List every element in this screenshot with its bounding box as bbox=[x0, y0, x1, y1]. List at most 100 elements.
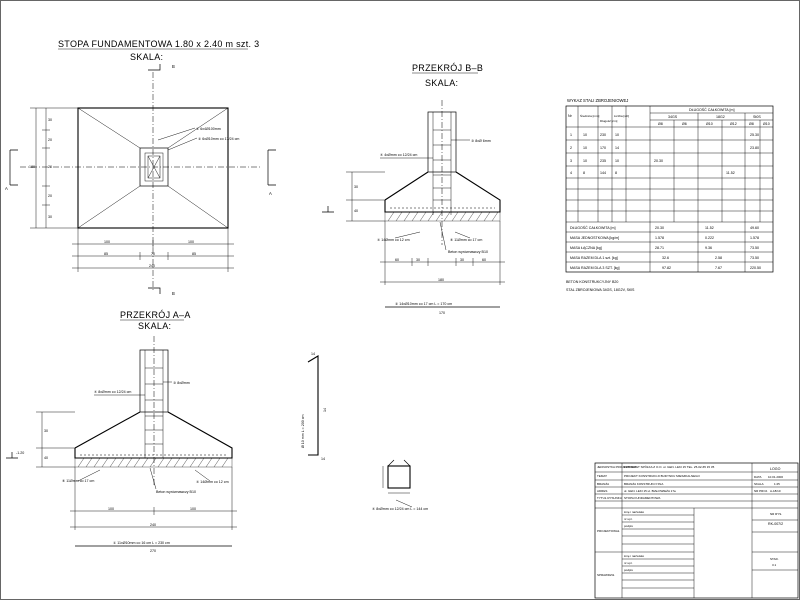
plan-dim-left-3: 20 bbox=[48, 165, 52, 169]
tb-val-2: PROJEKT KONSTRUKCJI BUDYNKU MIESZKALNEGO bbox=[624, 474, 700, 478]
stirrup-shape bbox=[387, 465, 411, 489]
tb-val-5: STOPA FUNDAMENTOWA bbox=[624, 496, 660, 500]
tb-p-1: imię i nazwisko bbox=[624, 510, 645, 514]
steel-cell: 10 bbox=[583, 133, 587, 137]
steel-cell: 10 bbox=[583, 146, 587, 150]
tb-p-5: nr upr. bbox=[624, 561, 633, 565]
steel-cell: 23.80 bbox=[750, 146, 759, 150]
aa-dim-total: 240 bbox=[150, 523, 156, 527]
steel-sum-v1-1: 20.30 bbox=[655, 226, 664, 230]
steel-note-2: STAL ZBROJENIOWA 34GS, 18G2V, St0S bbox=[566, 288, 635, 292]
steel-cell: 10 bbox=[583, 159, 587, 163]
steel-head-diam: Średnica [mm] bbox=[580, 113, 600, 118]
tb-stage: 3.1 bbox=[772, 563, 777, 567]
aa-dim-left-2: 40 bbox=[44, 456, 48, 460]
section-aa-title: PRZEKRÓJ A–A bbox=[120, 310, 191, 320]
steel-cell: 14 bbox=[615, 146, 619, 150]
bb-callout-5: ⑤ 14Ømm co 12 cm bbox=[377, 238, 410, 242]
tb-designer-label: PROJEKTOWAŁ bbox=[597, 529, 620, 533]
plan-callout-2: ② 6xØ10mm co 17/24 cm bbox=[198, 137, 239, 141]
plan-dim-left-total: 180 bbox=[29, 165, 35, 169]
tb-key-2: TEMAT bbox=[597, 474, 607, 478]
steel-table-title: WYKAZ STALI ZBROJENIOWEJ bbox=[567, 98, 628, 103]
bb-callout-6: ⑥ 11Ømm co 17 cm bbox=[450, 238, 482, 242]
bb-concrete-label: Beton wyrównawczy B10 bbox=[448, 250, 488, 254]
steel-cell: 11.52 bbox=[726, 171, 735, 175]
tb-logo: LOGO bbox=[770, 467, 781, 471]
section-mark-b-top: B bbox=[172, 64, 175, 69]
bb-dim-2: 30 bbox=[416, 258, 420, 262]
section-mark-a-right: A bbox=[269, 191, 272, 196]
plan-callout-1: ① 6x4Ø100mm bbox=[196, 127, 221, 131]
aa-concrete-label: Beton wyrównawczy B10 bbox=[156, 490, 196, 494]
tb-checker-label: SPRAWDZIŁ bbox=[597, 573, 615, 577]
steel-sum-v3-5: 220.50 bbox=[750, 266, 761, 270]
bb-bottom-note: ② 14xØ10mm co 17 cm L = 170 cm bbox=[395, 302, 452, 306]
steel-sum-v1-4: 32.6 bbox=[662, 256, 669, 260]
tb-proj-label: NR PROJ. bbox=[754, 489, 768, 493]
plan-dim-sub-3: 85 bbox=[192, 252, 196, 256]
steel-sum-v1-3: 28.71 bbox=[655, 246, 664, 250]
steel-sub-2: Ø6 bbox=[682, 122, 687, 126]
steel-sub-4: Ø12 bbox=[730, 122, 737, 126]
section-mark-a-left: A bbox=[5, 186, 8, 191]
steel-sum-label-2: MASA JEDNOSTKOWA [kg/m] bbox=[570, 236, 619, 240]
aa-callout-6: ⑤ 14Ømm co 12 cm bbox=[196, 480, 229, 484]
tb-stage-label: STAD. bbox=[770, 557, 779, 561]
tb-key-3: BRANŻA bbox=[597, 481, 609, 486]
steel-head-group: DŁUGOŚĆ CAŁKOWITA [m] bbox=[689, 107, 734, 112]
steel-cell: 144 bbox=[600, 171, 606, 175]
steel-sum-label-3: MASA ŁĄCZNA [kg] bbox=[570, 246, 602, 250]
stirrups-aa bbox=[145, 367, 163, 445]
aa-dim-left-1: 30 bbox=[44, 429, 48, 433]
steel-sum-label-5: MASA RAZEM DLA 3 SZT. [kg] bbox=[570, 266, 620, 270]
title-block: JEDNOSTKA PROJEKTOWA TWINKOST SPÓŁKA Z O… bbox=[594, 462, 799, 599]
steel-head-nr: Nr bbox=[568, 114, 573, 118]
steel-sum-v1-5: 97.82 bbox=[662, 266, 671, 270]
steel-grade-2: 18G2 bbox=[716, 115, 725, 119]
plan-dim-left-4: 20 bbox=[48, 194, 52, 198]
steel-sum-label-4: MASA RAZEM DLA 1 szt. [kg] bbox=[570, 256, 618, 260]
steel-sum-label-1: DŁUGOŚĆ CAŁKOWITA [m] bbox=[570, 225, 615, 230]
tb-drw-label: NR RYS. bbox=[770, 512, 782, 516]
steel-sum-v3-1: 49.60 bbox=[750, 226, 759, 230]
steel-cell: 10 bbox=[615, 159, 619, 163]
steel-sum-v3-2: 1.578 bbox=[750, 236, 759, 240]
tb-drw: RK-007/2 bbox=[768, 522, 783, 526]
stirrup-note: ④ 8xØmm co 12/24 cm L = 144 cm bbox=[372, 507, 428, 511]
bar-length-label: Ø 10 mm L = 200 cm bbox=[301, 414, 305, 448]
bar-length-dim: 14 bbox=[323, 408, 327, 412]
aa-callout-3: ③ 8xØmm bbox=[173, 381, 190, 385]
section-aa-scale: SKALA: bbox=[138, 321, 171, 331]
plan-dim-sub-1: 85 bbox=[104, 252, 108, 256]
steel-sum-v2-1: 11.52 bbox=[705, 226, 714, 230]
aa-callout-4: ④ 8xØmm co 12/24 cm bbox=[94, 390, 131, 394]
aa-dim-bottom-1: 100 bbox=[108, 507, 114, 511]
plan-dim-left-1: 30 bbox=[48, 118, 52, 122]
stirrups-bb bbox=[433, 129, 451, 201]
steel-sum-v1-2: 1.578 bbox=[655, 236, 664, 240]
steel-cell: 8 bbox=[583, 171, 585, 175]
plan-scale: SKALA: bbox=[130, 52, 163, 62]
bb-dim-left-1: 30 bbox=[354, 185, 358, 189]
plan-dim-bottom-total: 240 bbox=[149, 264, 155, 268]
steel-cell: 2 bbox=[570, 146, 572, 150]
bb-dim-3: 30 bbox=[460, 258, 464, 262]
steel-head-len: Długość [cm] bbox=[600, 119, 618, 123]
section-mark-b-bottom: B bbox=[172, 291, 175, 296]
bb-dim-total: 180 bbox=[438, 278, 444, 282]
tb-val-3: BRANŻA KONSTRUKCYJNA bbox=[624, 481, 663, 486]
tb-p-2: nr upr. bbox=[624, 517, 633, 521]
tb-val-4: ul. GEN. LEKI 15 ul. BIAŁOWIEŻA 17a bbox=[624, 488, 676, 493]
tb-val-1: TWINKOST SPÓŁKA Z O.O. ul. GEN. LEKI 15 … bbox=[624, 464, 715, 469]
steel-cell: 4 bbox=[570, 171, 572, 175]
steel-sub-3: Ø10 bbox=[706, 122, 713, 126]
tb-p-6: podpis bbox=[624, 568, 633, 572]
steel-cell: 3 bbox=[570, 159, 572, 163]
steel-cell: 235 bbox=[600, 159, 606, 163]
steel-sum-v3-3: 73.50 bbox=[750, 246, 759, 250]
steel-head-count: Liczba [szt] bbox=[614, 114, 629, 118]
